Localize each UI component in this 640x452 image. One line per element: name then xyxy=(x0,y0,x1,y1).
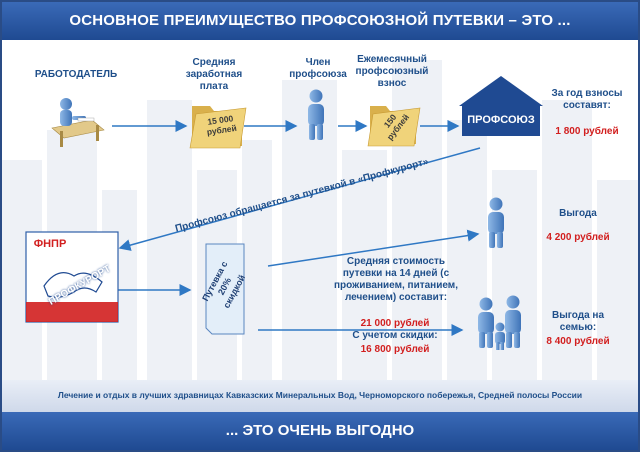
logo-card xyxy=(25,231,119,323)
family-icon xyxy=(478,295,521,350)
city-background xyxy=(2,60,638,380)
discount-amount: 16 800 рублей xyxy=(360,344,430,355)
salary-label: Средняя заработная плата xyxy=(185,57,243,92)
footer-note: Лечение и отдых в лучших здравницах Кавк… xyxy=(57,390,583,400)
member-label: Член профсоюза xyxy=(289,57,347,80)
employer-icon xyxy=(51,98,105,147)
logo-top-text: ФНПР xyxy=(33,238,67,250)
benefit-single-label: Выгода xyxy=(559,208,597,219)
employer-label: РАБОТОДАТЕЛЬ xyxy=(34,69,118,80)
person-icon xyxy=(308,89,324,140)
footer-title: ... ЭТО ОЧЕНЬ ВЫГОДНО xyxy=(2,412,638,450)
benefit-family-label: Выгода на семью: xyxy=(551,310,605,333)
yearly-amount: 1 800 рублей xyxy=(555,126,619,137)
voucher-document-icon xyxy=(205,243,245,335)
page-title: ОСНОВНОЕ ПРЕИМУЩЕСТВО ПРОФСОЮЗНОЙ ПУТЕВК… xyxy=(2,2,638,40)
arrow-union-to-logo xyxy=(118,147,481,251)
benefit-single-amount: 4 200 рублей xyxy=(546,232,610,243)
benefit-family-amount: 8 400 рублей xyxy=(546,336,610,347)
folder-icon xyxy=(189,106,247,149)
union-label: ПРОФСОЮЗ xyxy=(467,114,535,126)
footer-note-strip: Лечение и отдых в лучших здравницах Кавк… xyxy=(2,380,638,412)
cost-label: Средняя стоимость путевки на 14 дней (с … xyxy=(334,256,458,303)
union-house-icon xyxy=(459,76,543,136)
arrow-voucher-to-single xyxy=(267,229,480,267)
discount-label: С учетом скидки: xyxy=(352,330,438,341)
folder-icon xyxy=(367,106,421,147)
fee-label: Ежемесячный профсоюзный взнос xyxy=(355,54,429,89)
person-icon xyxy=(488,197,504,248)
yearly-label: За год взносы составят: xyxy=(551,88,623,111)
cost-amount: 21 000 рублей xyxy=(360,318,430,329)
